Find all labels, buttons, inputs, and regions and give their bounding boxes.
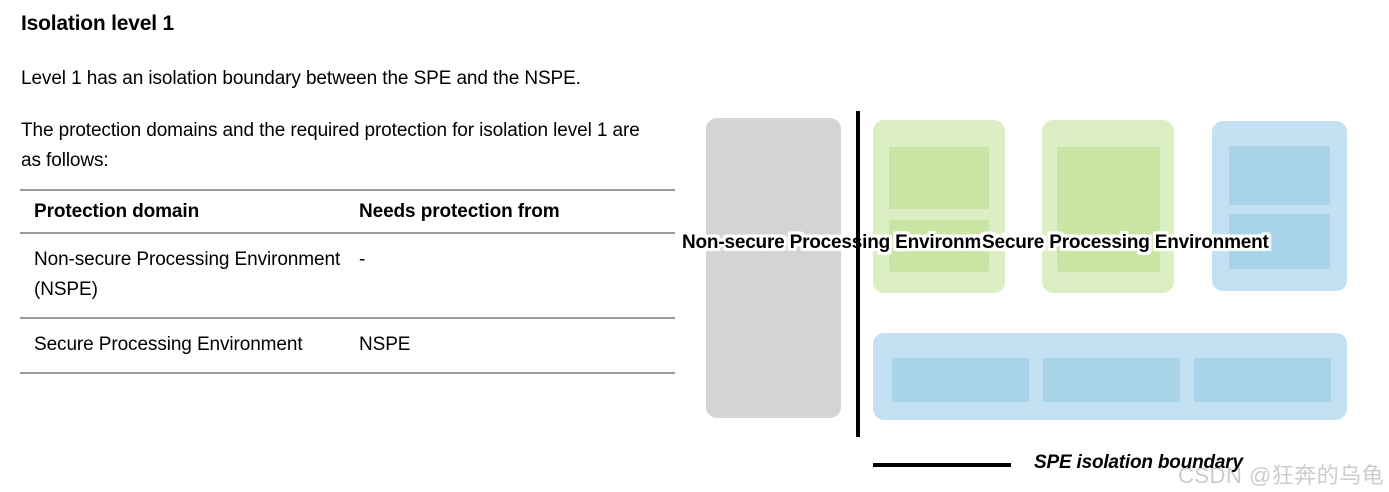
spe-blue-box-top-slot-2 <box>1229 214 1330 269</box>
spe-blue-box-top <box>1212 121 1347 291</box>
spe-blue-base-slot-2 <box>1043 358 1180 402</box>
spe-blue-base-slot-3 <box>1194 358 1331 402</box>
spe-blue-box-top-slot-1 <box>1229 146 1330 205</box>
page-title: Isolation level 1 <box>21 12 174 35</box>
cell-protection-domain: Secure Processing Environment <box>20 318 345 374</box>
column-header-needs-protection-from: Needs protection from <box>345 189 675 234</box>
cell-needs-protection-from: NSPE <box>345 318 675 374</box>
nspe-region-label: Non-secure Processing Environment <box>682 232 1010 253</box>
spe-region-label: Secure Processing Environment <box>982 232 1269 253</box>
cell-protection-domain: Non-secure Processing Environment (NSPE) <box>20 233 345 319</box>
spe-green-box-2-slot-1 <box>1057 147 1160 272</box>
legend-line-swatch <box>873 463 1011 467</box>
table-header-row: Protection domain Needs protection from <box>20 189 675 234</box>
column-header-protection-domain: Protection domain <box>20 189 345 234</box>
lead-paragraph: The protection domains and the required … <box>21 120 640 171</box>
text-pane: Isolation level 1 Level 1 has an isolati… <box>0 0 690 492</box>
spe-green-box-2 <box>1042 120 1174 293</box>
spe-green-box-1 <box>873 120 1005 293</box>
spe-green-box-1-slot-2 <box>889 220 989 272</box>
table-row: Secure Processing Environment NSPE <box>20 318 675 374</box>
nspe-region-box <box>706 118 841 418</box>
table-row: Non-secure Processing Environment (NSPE)… <box>20 233 675 319</box>
spe-blue-base-bar <box>873 333 1347 420</box>
isolation-diagram: Non-secure Processing Environment Secure… <box>682 0 1389 492</box>
spe-blue-base-slot-1 <box>892 358 1029 402</box>
protection-domain-table: Protection domain Needs protection from … <box>20 189 675 374</box>
cell-needs-protection-from: - <box>345 233 675 319</box>
intro-paragraph: Level 1 has an isolation boundary betwee… <box>21 68 581 89</box>
legend-label: SPE isolation boundary <box>1034 452 1243 473</box>
spe-isolation-boundary-line <box>856 111 860 437</box>
spe-green-box-1-slot-1 <box>889 147 989 209</box>
